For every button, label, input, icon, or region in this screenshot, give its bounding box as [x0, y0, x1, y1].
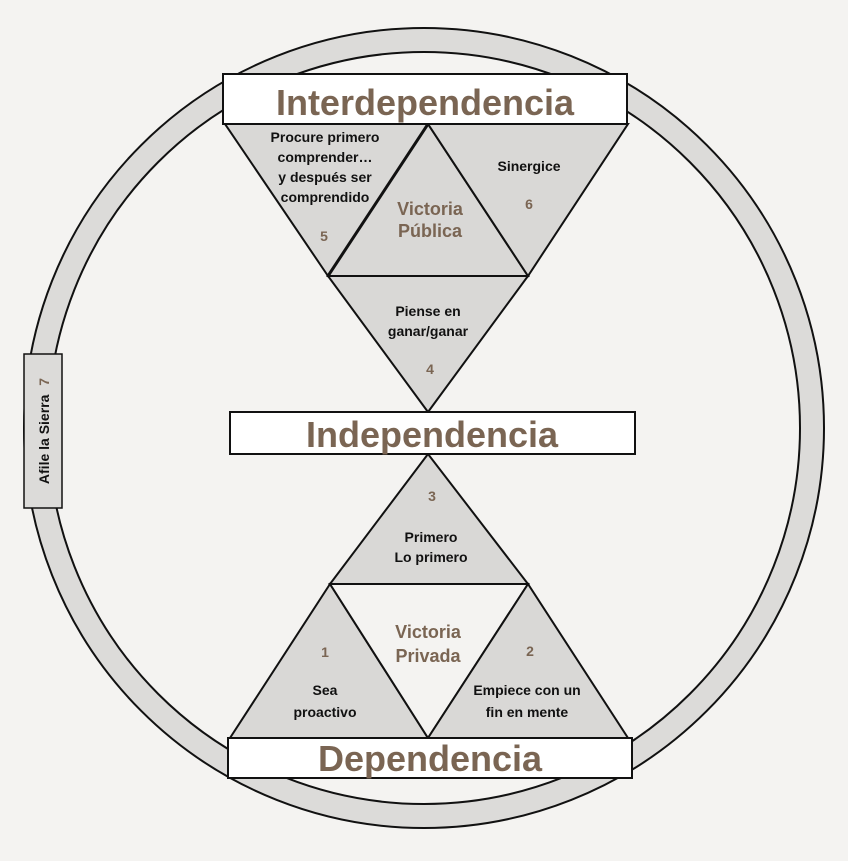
habit-5-text: Procure primero comprender… y después se… — [271, 129, 380, 205]
sharpen-saw-label: Afile la Sierra — [36, 394, 52, 484]
dependence-label: Dependencia — [318, 738, 543, 779]
habit-7-number: 7 — [36, 378, 52, 386]
habit-4-number: 4 — [426, 361, 434, 377]
independence-box — [229, 411, 636, 455]
sharpen-saw-text: Afile la Sierra 7 — [36, 378, 52, 484]
public-victory-line-2: Pública — [398, 221, 463, 241]
habit-5-line-1: Procure primero — [271, 129, 380, 145]
habit-5-line-3: y después ser — [278, 169, 372, 185]
habit-4-line-1: Piense en — [395, 303, 460, 319]
sharpen-saw-box — [23, 353, 63, 509]
habit-3-line-1: Primero — [405, 529, 458, 545]
habit-1-line-2: proactivo — [293, 704, 356, 720]
habit-5-number: 5 — [320, 228, 328, 244]
independence-label: Independencia — [306, 414, 559, 455]
habit-6-number: 6 — [525, 196, 533, 212]
habit-5-line-2: comprender… — [278, 149, 373, 165]
public-victory-line-1: Victoria — [397, 199, 464, 219]
interdependence-box — [222, 73, 628, 125]
habit-2-line-2: fin en mente — [486, 704, 569, 720]
interdependence-label: Interdependencia — [276, 82, 575, 123]
habit-6-label: Sinergice — [497, 158, 560, 174]
habit-5-divider-line — [326, 123, 430, 277]
habit-3-line-2: Lo primero — [394, 549, 467, 565]
habit-1-line-1: Sea — [313, 682, 338, 698]
habit-4-line-2: ganar/ganar — [388, 323, 469, 339]
habit-2-number: 2 — [526, 643, 534, 659]
triangle-habit-4 — [326, 275, 530, 414]
dependence-box — [227, 737, 633, 779]
habit-3-number: 3 — [428, 488, 436, 504]
habit-5-line-4: comprendido — [281, 189, 370, 205]
habit-1-number: 1 — [321, 644, 329, 660]
habit-2-line-1: Empiece con un — [473, 682, 580, 698]
private-victory-line-1: Victoria — [395, 622, 462, 642]
private-victory-line-2: Privada — [395, 646, 461, 666]
